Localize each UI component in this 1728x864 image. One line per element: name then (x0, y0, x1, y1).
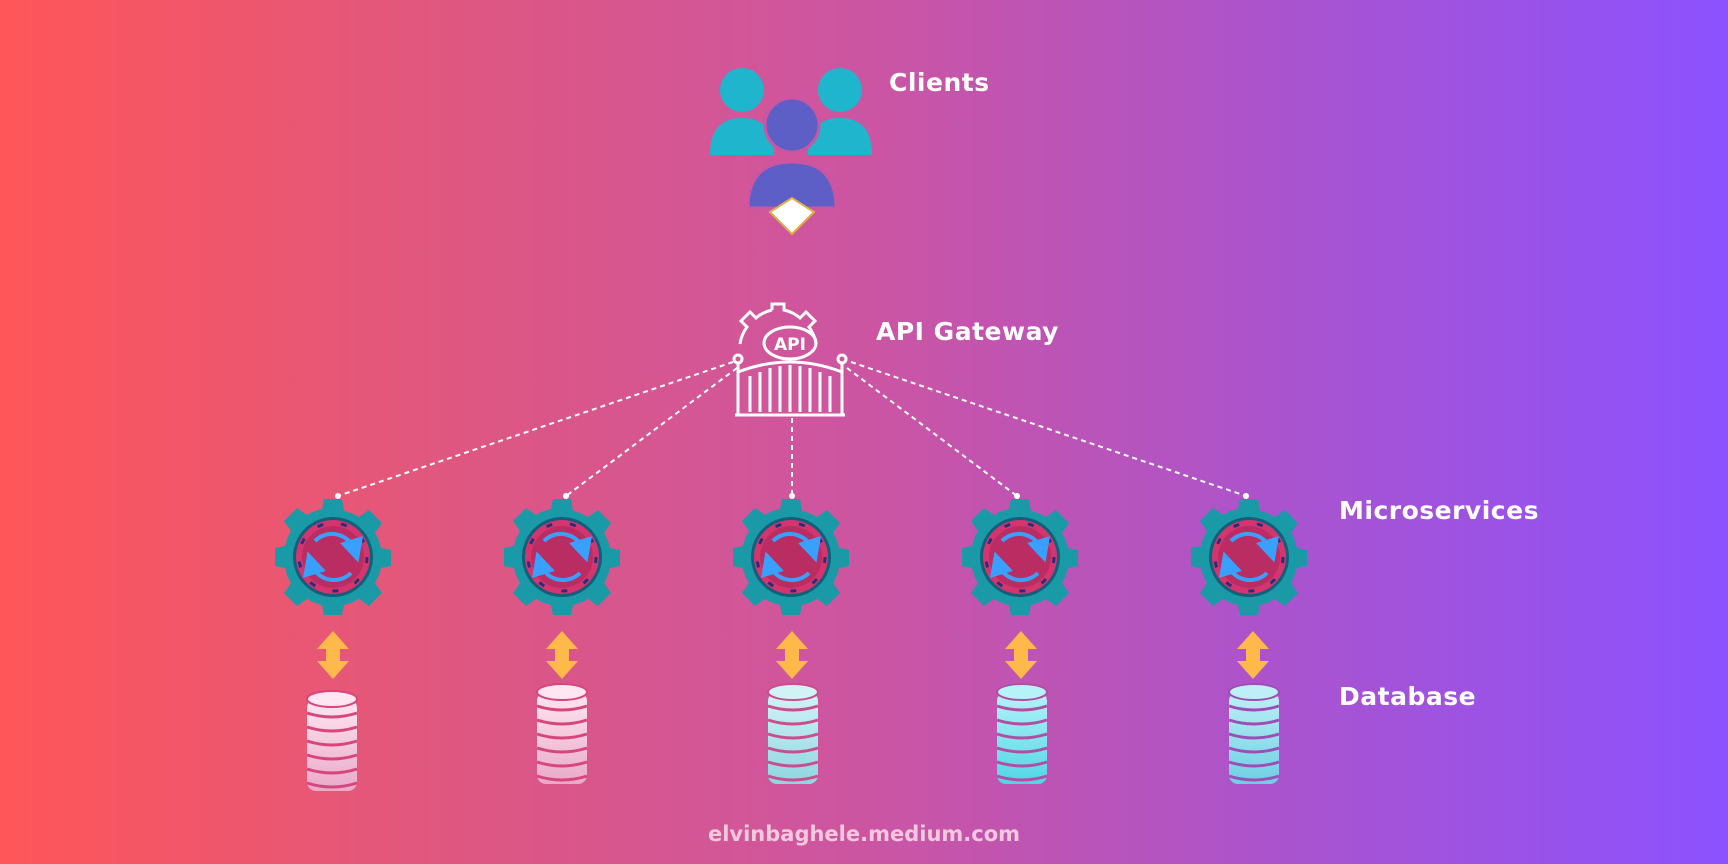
microservice-gear-icon (1191, 499, 1307, 615)
client-person-front (746, 96, 838, 210)
database-icon (767, 683, 819, 784)
api-gateway-icon: API (732, 302, 848, 417)
database-icon (996, 683, 1048, 784)
bidirectional-arrow-icon (317, 631, 349, 679)
clients-down-chevron-icon (768, 196, 816, 236)
database-label: Database (1339, 682, 1477, 711)
database-icon (306, 690, 358, 791)
clients-label: Clients (889, 68, 990, 97)
footer-credit: elvinbaghele.medium.com (707, 822, 1021, 846)
microservice-gears (275, 499, 1307, 615)
connector-2 (565, 367, 738, 497)
client-person-left (710, 68, 774, 155)
microservice-gear-icon (275, 499, 391, 615)
database-icon (536, 683, 588, 784)
microservice-gear-icon (504, 499, 620, 615)
connector-endpoints (335, 493, 1249, 499)
bidirectional-arrow-icon (1005, 631, 1037, 679)
databases (306, 683, 1280, 791)
gateway-badge: API (774, 335, 806, 355)
bidirectional-arrow-icon (776, 631, 808, 679)
connector-5 (850, 361, 1247, 497)
connector-1 (337, 361, 734, 497)
microservices-label: Microservices (1339, 496, 1539, 525)
microservice-gear-icon (962, 499, 1078, 615)
service-db-arrows (317, 631, 1269, 679)
bidirectional-arrow-icon (546, 631, 578, 679)
client-person-right (808, 68, 872, 155)
microservice-gear-icon (733, 499, 849, 615)
clients-icon (710, 68, 872, 236)
api-gateway-label: API Gateway (876, 317, 1059, 346)
database-icon (1228, 683, 1280, 784)
connector-4 (846, 367, 1018, 497)
bidirectional-arrow-icon (1237, 631, 1269, 679)
gateway-connectors (337, 361, 1247, 497)
